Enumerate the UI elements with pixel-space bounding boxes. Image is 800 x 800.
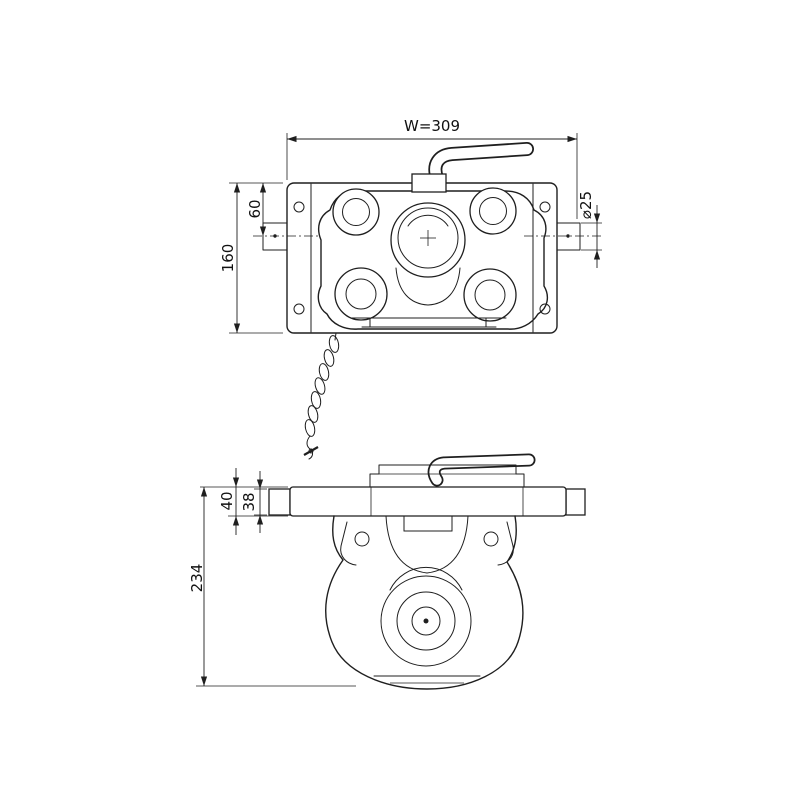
dim-label-overall-width: W=309 (404, 117, 460, 135)
dim-label-pin-diameter: ⌀25 (577, 191, 595, 219)
dim-label-plate-thickness: 40 (218, 491, 236, 510)
side-view: 40 38 234 (188, 453, 586, 690)
dim-label-overall-height: 234 (188, 564, 206, 593)
hook-body-side (325, 515, 524, 690)
left-pin (262, 222, 288, 251)
release-handle (428, 142, 534, 185)
chain-clip (306, 435, 313, 460)
handle-latch (411, 173, 447, 193)
ball-socket (380, 575, 472, 667)
dimension-stub-height: 38 (240, 471, 267, 533)
hook-mouth (385, 515, 469, 574)
dim-label-plate-height: 160 (219, 244, 237, 273)
release-handle-side (427, 453, 536, 487)
dim-label-stub-height: 38 (240, 492, 258, 511)
dimension-plate-height: 160 (219, 182, 283, 334)
dimension-pin-offset: 60 (246, 183, 267, 236)
dimension-overall-height: 234 (188, 487, 356, 687)
dimension-pin-diameter: ⌀25 (577, 191, 602, 268)
front-view: W=309 160 60 ⌀25 (219, 117, 602, 460)
right-pin (556, 222, 581, 251)
left-stub (268, 488, 291, 516)
tow-ball (390, 202, 466, 278)
top-plate-profile (369, 464, 525, 488)
right-stub (565, 488, 586, 516)
dimension-overall-width: W=309 (286, 117, 578, 219)
safety-chain (303, 332, 340, 460)
jaw (395, 267, 461, 306)
mounting-bar (268, 486, 586, 517)
hitch-casting (317, 173, 549, 330)
dim-label-pin-offset: 60 (246, 199, 264, 218)
